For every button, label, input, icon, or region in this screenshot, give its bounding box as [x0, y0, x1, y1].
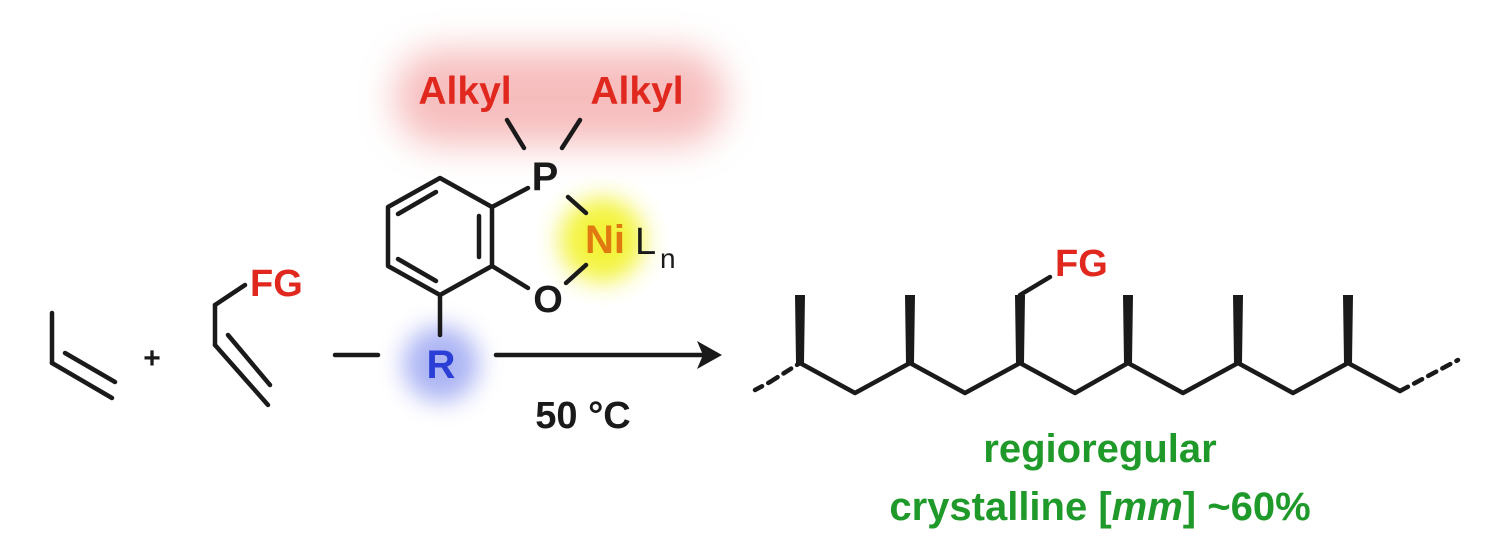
- product-description-line1: regioregular: [983, 427, 1216, 471]
- product-line2-suffix: ] ~60%: [1183, 485, 1311, 529]
- product-description-line2: crystalline [mm] ~60%: [889, 485, 1310, 529]
- phosphorus-label: P: [532, 155, 559, 199]
- ligand-subscript: n: [660, 243, 676, 274]
- nickel-glow: [560, 198, 644, 282]
- reaction-arrow: [493, 341, 722, 369]
- highlight-glows: [395, 50, 725, 402]
- alkyl-right-label: Alkyl: [590, 70, 683, 113]
- propylene-structure: [49, 310, 118, 401]
- monomer-fg-label: FG: [250, 263, 303, 305]
- condition-label: 50 °C: [535, 395, 630, 437]
- functional-monomer-structure: [212, 282, 273, 408]
- alkyl-left-label: Alkyl: [418, 70, 511, 113]
- catalyst-structure: [385, 117, 589, 338]
- nickel-label: Ni: [585, 218, 625, 262]
- substituent-glow: [403, 326, 479, 402]
- oxygen-label: O: [533, 279, 563, 321]
- ligand-label: L: [635, 221, 656, 263]
- polymer-chain: [752, 274, 1461, 396]
- product-line2-italic: mm: [1112, 485, 1183, 529]
- alkyl-glow: [395, 50, 725, 145]
- polymer-fg-label: FG: [1055, 243, 1108, 285]
- plus-sign: +: [143, 342, 161, 375]
- substituent-label: R: [427, 343, 456, 387]
- product-line2-prefix: crystalline [: [889, 485, 1111, 529]
